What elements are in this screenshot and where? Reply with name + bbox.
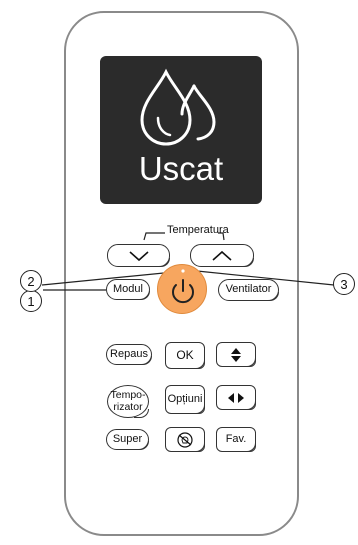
light-off-icon [177,431,193,448]
super-button[interactable]: Super [106,429,149,450]
callout-2: 2 [20,270,42,292]
power-icon [172,269,194,304]
temperature-down-button[interactable] [107,244,170,267]
mode-button[interactable]: Modul [106,279,150,300]
callout-1: 1 [20,290,42,312]
up-down-arrows-icon [231,347,241,362]
callout-3: 3 [333,273,355,295]
favorite-button[interactable]: Fav. [216,427,256,452]
sleep-button[interactable]: Repaus [106,344,152,365]
light-button[interactable] [165,427,205,452]
screen-mode-label: Uscat [138,150,224,187]
left-right-arrows-icon [228,392,244,403]
display-screen: Uscat [100,56,262,204]
timer-button[interactable]: Tempo- rizator [107,385,149,418]
ok-button[interactable]: OK [165,342,205,369]
chevron-up-icon [212,250,232,261]
chevron-down-icon [128,250,149,261]
options-button[interactable]: Opțiuni [165,385,205,414]
temperature-label: Temperatura [167,224,229,236]
timer-label-line2: rizator [113,400,143,413]
power-button[interactable] [157,264,207,314]
timer-label-line1: Tempo- [110,389,146,402]
fan-button[interactable]: Ventilator [218,279,279,301]
water-drops-icon [140,68,216,146]
temperature-up-button[interactable] [190,244,254,267]
swing-horizontal-button[interactable] [216,385,256,410]
swing-vertical-button[interactable] [216,342,256,367]
